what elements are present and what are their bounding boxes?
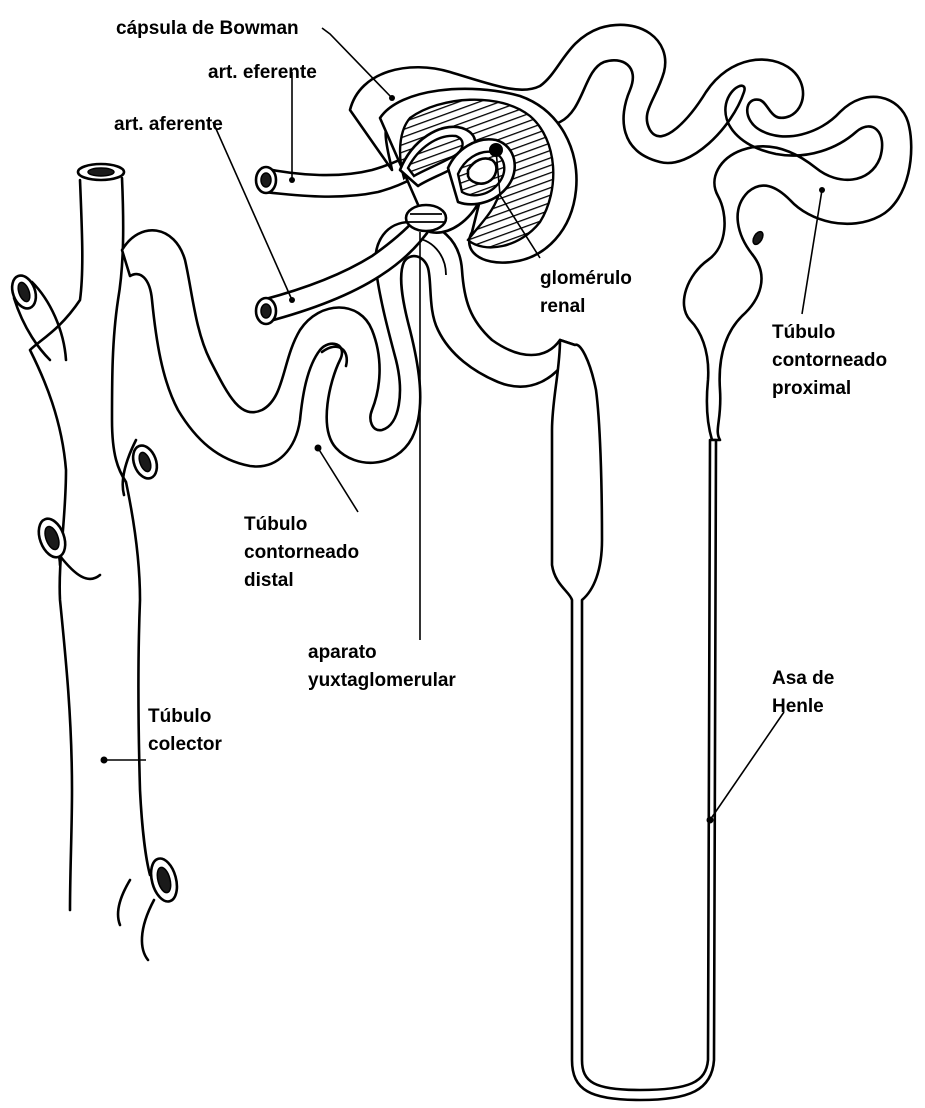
label-henle-line1: Asa de (772, 668, 834, 689)
label-bowman-capsule: cápsula de Bowman (116, 18, 299, 39)
label-glomerulus-line2: renal (540, 296, 585, 317)
label-juxtaglomerular-line2: yuxtaglomerular (308, 670, 456, 691)
juxtaglomerular-apparatus (406, 205, 446, 231)
label-afferent-arteriole: art. aferente (114, 114, 223, 135)
label-proximal-line1: Túbulo (772, 322, 835, 343)
label-collecting-line1: Túbulo (148, 706, 211, 727)
label-proximal-line3: proximal (772, 378, 851, 399)
label-proximal-line2: contorneado (772, 350, 887, 371)
loop-of-henle (552, 340, 716, 1100)
label-collecting-line2: colector (148, 734, 223, 755)
label-juxtaglomerular-line1: aparato (308, 642, 377, 663)
label-distal-line3: distal (244, 570, 294, 591)
label-distal-line2: contorneado (244, 542, 359, 563)
label-henle-line2: Henle (772, 696, 824, 717)
label-distal-line1: Túbulo (244, 514, 307, 535)
label-efferent-arteriole: art. eferente (208, 62, 317, 83)
label-glomerulus-line1: glomérulo (540, 268, 632, 289)
